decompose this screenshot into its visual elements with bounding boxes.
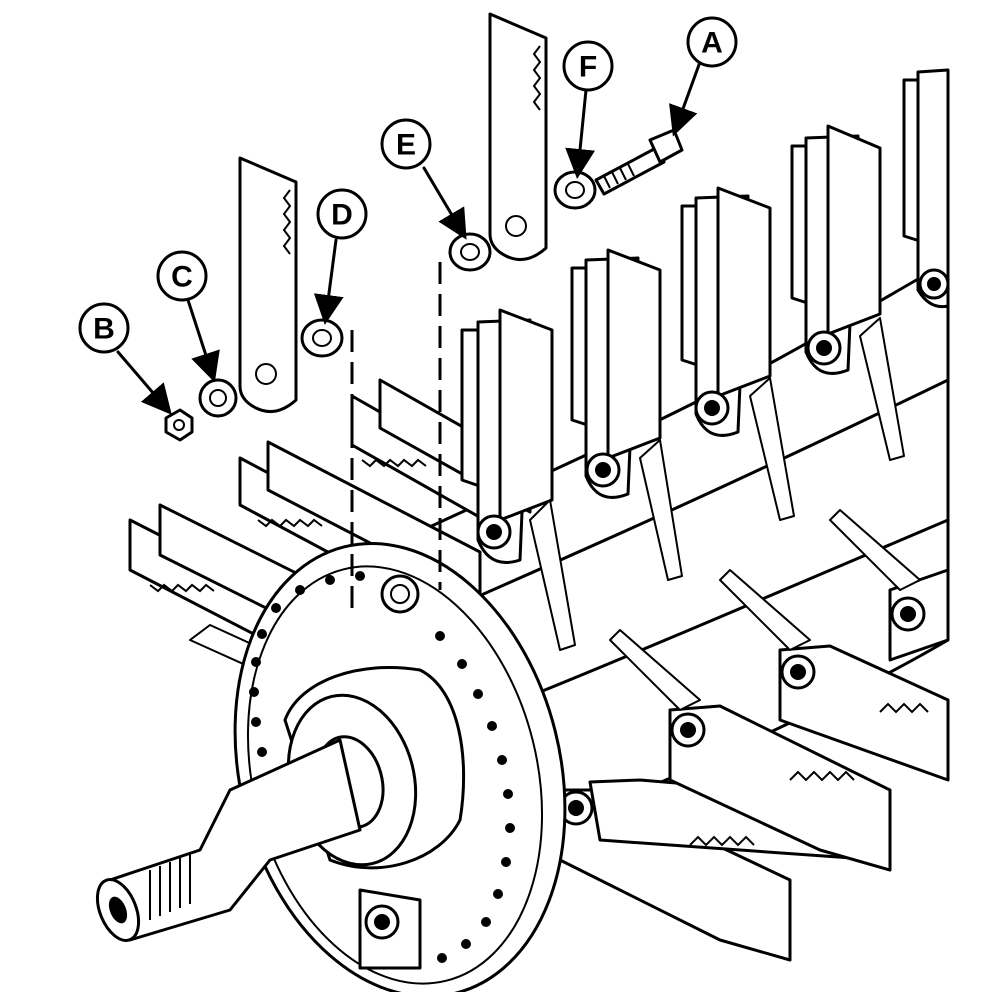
callout-e: E <box>380 118 432 170</box>
callout-d: D <box>316 188 368 240</box>
bolt-a <box>594 128 684 196</box>
exploded-knife-left <box>238 156 298 414</box>
callout-a-label: A <box>701 27 723 60</box>
washer-d <box>300 318 344 358</box>
callout-b: B <box>78 302 130 354</box>
washer-c <box>198 378 238 418</box>
upright-knives <box>460 68 950 651</box>
callout-f: F <box>562 40 614 92</box>
front-bracket <box>358 888 422 970</box>
lower-flails <box>558 509 950 962</box>
nut-b <box>164 408 194 442</box>
callout-f-label: F <box>579 51 597 84</box>
alignment-lines <box>350 262 442 610</box>
washer-e <box>448 232 492 272</box>
callout-c: C <box>156 250 208 302</box>
washer-f <box>553 170 597 210</box>
callout-c-label: C <box>171 261 193 294</box>
callout-e-label: E <box>396 129 416 162</box>
exploded-knife-right <box>488 12 548 262</box>
callout-b-label: B <box>93 313 115 346</box>
drive-shaft <box>95 665 466 942</box>
leader-arrows <box>116 60 702 415</box>
callout-a: A <box>686 16 738 68</box>
callout-d-label: D <box>331 199 353 232</box>
